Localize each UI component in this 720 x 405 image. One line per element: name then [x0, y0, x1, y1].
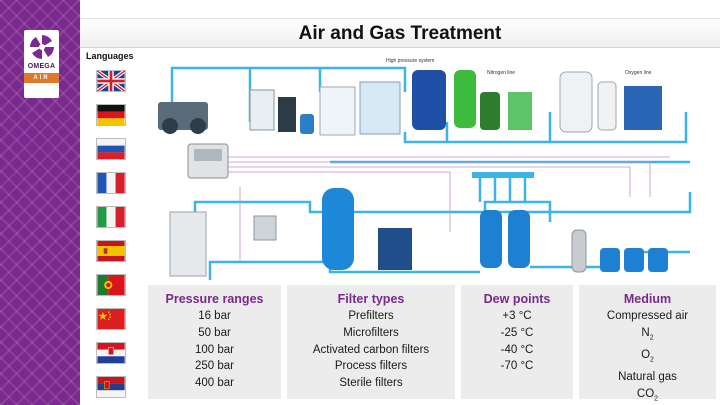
pressure-item: 16 bar — [198, 310, 231, 322]
spanish-flag[interactable] — [96, 240, 126, 262]
medium-item: Compressed air — [606, 310, 689, 322]
omega-air-logo[interactable]: OMEGA AIR — [24, 30, 59, 98]
high-pressure-label: High pressure system — [386, 58, 434, 64]
uk-flag-icon — [97, 71, 125, 91]
france-flag-icon — [97, 173, 125, 193]
dew-points-title: Dew points — [483, 292, 551, 306]
portugal-flag-icon — [97, 275, 125, 295]
china-flag-icon — [97, 309, 125, 329]
medium-card: Medium Compressed air N2 O2 Natural gas … — [579, 285, 716, 402]
french-flag[interactable] — [96, 172, 126, 194]
serbian-flag[interactable] — [96, 376, 126, 398]
portuguese-flag[interactable] — [96, 274, 126, 296]
pressure-item: 100 bar — [194, 343, 234, 356]
medium-title: Medium — [623, 292, 672, 306]
dew-item: -40 °C — [500, 343, 534, 356]
croatia-flag-icon — [97, 343, 125, 363]
russia-flag-icon — [97, 139, 125, 159]
filter-item: Activated carbon filters — [312, 343, 430, 356]
filter-types-title: Filter types — [337, 292, 405, 306]
serbia-flag-icon — [97, 377, 125, 397]
medium-item: O2 — [641, 348, 654, 364]
info-panel: Pressure ranges 16 bar 50 bar 100 bar 25… — [148, 285, 716, 402]
english-flag[interactable] — [96, 70, 126, 92]
filter-item: Sterile filters — [339, 377, 403, 390]
german-flag[interactable] — [96, 104, 126, 126]
process-diagram: High pressure system Nitrogen line Oxyge… — [158, 58, 692, 280]
russian-flag[interactable] — [96, 138, 126, 160]
filter-item: Prefilters — [348, 310, 394, 322]
germany-flag-icon — [97, 105, 125, 125]
chinese-flag[interactable] — [96, 308, 126, 330]
pressure-item: 400 bar — [194, 377, 234, 390]
medium-item: CO2 — [636, 387, 659, 403]
nitrogen-label: Nitrogen line — [487, 70, 515, 76]
filter-item: Microfilters — [343, 326, 399, 339]
filter-types-card: Filter types Prefilters Microfilters Act… — [287, 285, 455, 399]
pressure-item: 50 bar — [198, 326, 231, 339]
languages-label: Languages — [86, 51, 134, 61]
dew-item: -70 °C — [500, 360, 534, 373]
dew-item: +3 °C — [502, 310, 532, 322]
pressure-item: 250 bar — [194, 360, 234, 373]
medium-item: Natural gas — [618, 370, 677, 383]
signal-lines — [225, 156, 670, 262]
title-bar: Air and Gas Treatment — [80, 18, 720, 48]
dew-points-card: Dew points +3 °C -25 °C -40 °C -70 °C — [461, 285, 573, 399]
dew-item: -25 °C — [500, 326, 534, 339]
page-title: Air and Gas Treatment — [298, 23, 502, 44]
logo-sub-text: AIR — [24, 73, 59, 83]
medium-item: N2 — [641, 326, 654, 342]
pressure-ranges-title: Pressure ranges — [165, 292, 264, 306]
italian-flag[interactable] — [96, 206, 126, 228]
oxygen-label: Oxygen line — [625, 70, 652, 76]
italy-flag-icon — [97, 207, 125, 227]
croatian-flag[interactable] — [96, 342, 126, 364]
side-band: OMEGA AIR — [0, 0, 80, 405]
filter-item: Process filters — [334, 360, 408, 373]
spain-flag-icon — [97, 241, 125, 261]
logo-swirl-icon — [28, 34, 55, 60]
logo-brand-text: OMEGA — [27, 63, 56, 70]
pressure-ranges-card: Pressure ranges 16 bar 50 bar 100 bar 25… — [148, 285, 281, 399]
